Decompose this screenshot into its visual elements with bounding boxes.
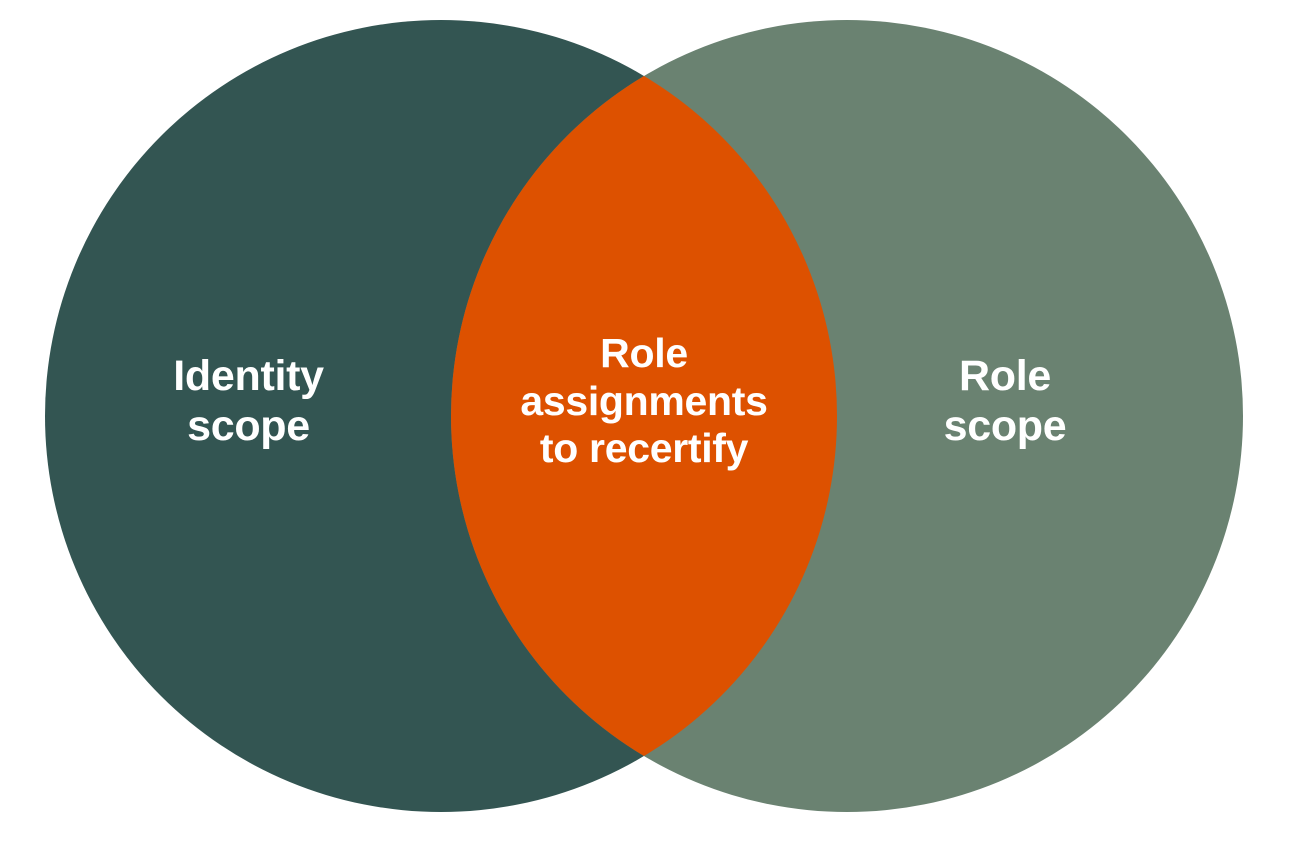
intersection-lens [451, 20, 837, 812]
